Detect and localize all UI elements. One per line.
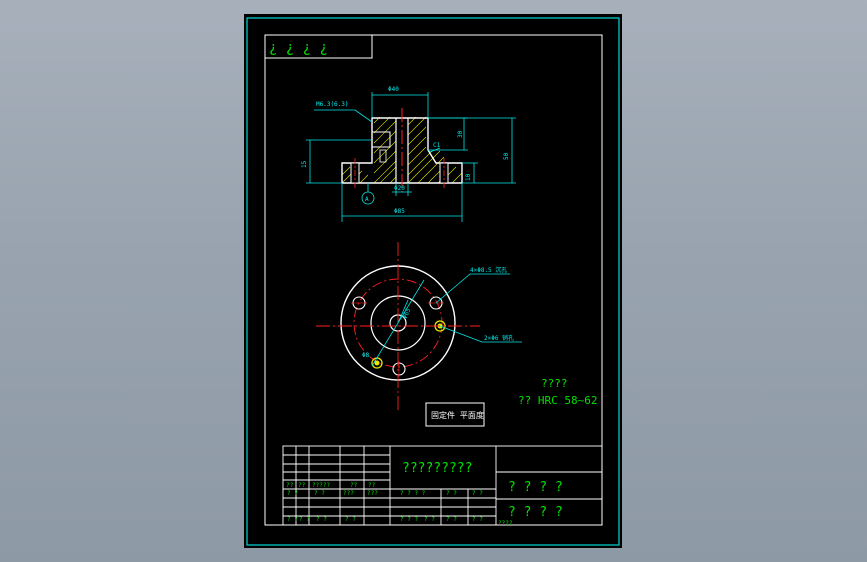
- counterbore-left: [372, 131, 391, 148]
- title-block-cell: ? ?: [299, 516, 310, 523]
- dim-small: Φ8: [362, 352, 370, 359]
- bottom-note: ????: [498, 520, 513, 527]
- title-block-rows: ?????????????? ?? ???????? ? ? ?? ?? ?? …: [286, 482, 483, 523]
- title-block-cell: ? ?: [472, 490, 483, 497]
- title-block-cell: ? ?: [472, 516, 483, 523]
- title-block-cell: ? ? ?: [400, 516, 418, 523]
- title-block-cell: ??: [286, 482, 294, 489]
- title-block-cell: ?????: [312, 482, 330, 489]
- tech-note-line: ?? HRC 58~62: [518, 394, 597, 407]
- spec-right-bottom: ? ? ? ?: [508, 505, 563, 520]
- drawing-name: ?????????: [402, 461, 472, 476]
- tech-note-title: ????: [541, 377, 568, 390]
- title-block-cell: ? ?: [316, 516, 327, 523]
- dim-flange-dia: Φ85: [394, 208, 405, 215]
- dim-top-width: Φ40: [388, 86, 399, 93]
- dim-bore: Φ20: [394, 185, 405, 192]
- corner-marks-text: ¿ ¿ ¿ ¿: [269, 40, 328, 56]
- dim-chamfer: C1: [433, 142, 441, 149]
- spec-right-top: ? ? ? ?: [508, 480, 563, 495]
- section-dimensions: [306, 92, 516, 222]
- label-box-text: 固定件 平面度: [431, 410, 484, 420]
- title-block-cell: ? ?: [446, 490, 457, 497]
- section-view: [341, 108, 463, 192]
- dim-height-total: 50: [503, 152, 510, 160]
- paper-background: [244, 14, 622, 548]
- title-block-cell: ? ?: [287, 490, 298, 497]
- dim-left-callout: M6.3(6.3): [316, 101, 349, 108]
- plan-dimension-texts: 4×Φ8.5 沉孔 2×Φ6 销孔 Φ65 Φ8: [362, 266, 514, 359]
- title-block-cell: ??: [368, 482, 376, 489]
- title-block-cell: ? ?: [314, 490, 325, 497]
- title-block-cell: ??: [298, 482, 306, 489]
- title-block-cell: ? ? ? ?: [400, 490, 426, 497]
- dim-hole-callout-right: 2×Φ6 销孔: [484, 334, 514, 342]
- pitch-circle: [353, 278, 443, 368]
- title-block-cell: ? ?: [446, 516, 457, 523]
- title-block-cell: ? ?: [345, 516, 356, 523]
- corner-mark-box: [265, 35, 373, 59]
- section-dimension-texts: Φ40 M6.3(6.3) 30 50 10 15 Φ20 A Φ85 C1: [301, 86, 510, 215]
- pin-hole-left-inner: [374, 360, 380, 366]
- title-block-cell: ? ?: [287, 516, 298, 523]
- bore-detail: [379, 149, 387, 163]
- label-box: [425, 402, 485, 427]
- title-block-cell: ???: [343, 490, 354, 497]
- dim-hole-callout-top: 4×Φ8.5 沉孔: [470, 266, 507, 274]
- dim-pcd: Φ65: [401, 307, 412, 320]
- dim-height-upper: 30: [457, 130, 464, 138]
- title-block: [282, 445, 603, 526]
- plan-view: [316, 242, 480, 410]
- hatch-right: [407, 116, 463, 184]
- dim-left-height: 15: [301, 160, 308, 168]
- title-block-cell: ? ?: [424, 516, 435, 523]
- dim-datum: A: [365, 196, 369, 203]
- outer-frame: [246, 17, 620, 546]
- dim-flange-thk: 10: [465, 173, 472, 181]
- plan-dimensions: [371, 273, 522, 367]
- title-block-cell: ??: [350, 482, 358, 489]
- title-block-cell: ???: [367, 490, 378, 497]
